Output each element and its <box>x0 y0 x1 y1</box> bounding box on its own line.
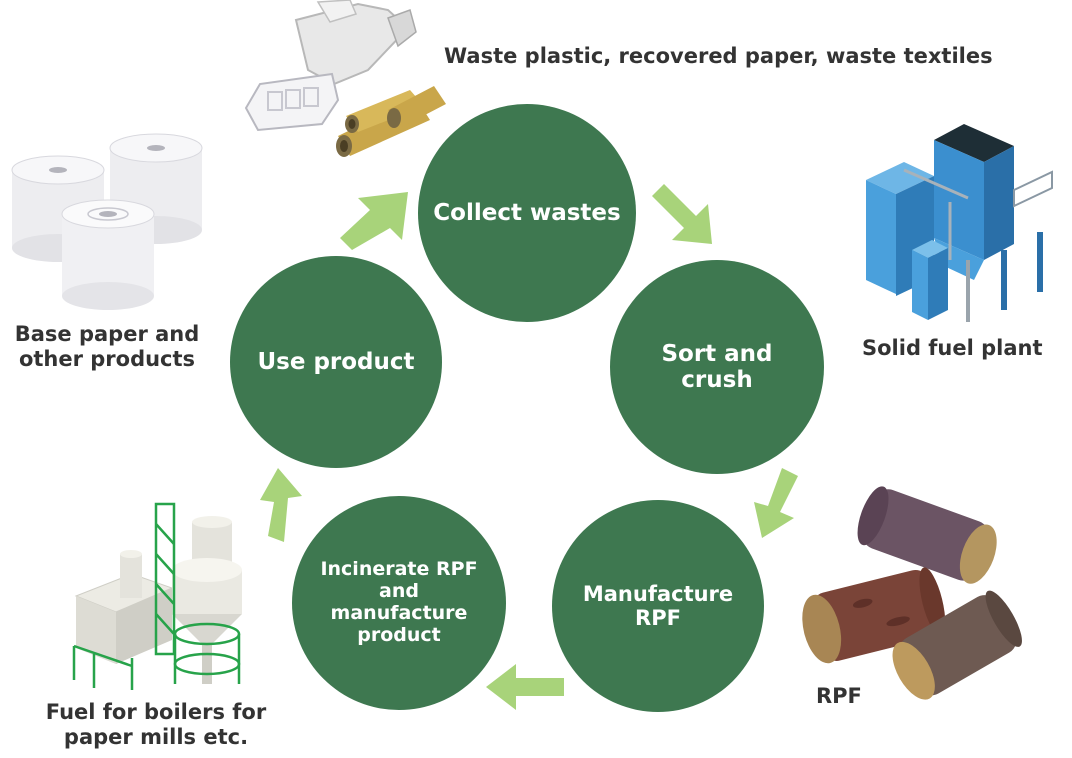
solid-fuel-plant-icon <box>866 124 1053 322</box>
step-collect-wastes: Collect wastes <box>418 104 636 322</box>
rpf-pellets-icon <box>802 486 1022 700</box>
fuel-for-boilers-label: Fuel for boilers for paper mills etc. <box>45 700 267 750</box>
step-sort-and-crush: Sort and crush <box>610 260 824 474</box>
step-manufacture-rpf: Manufacture RPF <box>552 500 764 712</box>
step-manufacture-rpf-label: Manufacture RPF <box>582 581 734 630</box>
step-sort-and-crush-label: Sort and crush <box>661 340 773 393</box>
step-collect-wastes-label: Collect wastes <box>433 199 621 226</box>
step-incinerate-rpf: Incinerate RPF and manufacture product <box>292 496 506 710</box>
step-use-product-label: Use product <box>257 348 415 375</box>
step-use-product: Use product <box>230 256 442 468</box>
step-incinerate-rpf-label: Incinerate RPF and manufacture product <box>320 558 478 646</box>
arrow-manufacture-to-incinerate <box>486 664 564 710</box>
base-paper-label: Base paper and other products <box>14 322 200 372</box>
arrow-sort-to-manufacture <box>754 468 798 538</box>
arrow-use-to-collect <box>340 192 408 250</box>
solid-fuel-plant-label: Solid fuel plant <box>862 336 1043 360</box>
arrow-collect-to-sort <box>652 184 712 244</box>
boiler-plant-icon <box>72 502 242 690</box>
waste-inputs-label: Waste plastic, recovered paper, waste te… <box>444 44 993 68</box>
arrow-incinerate-to-use <box>260 468 302 542</box>
rpf-label: RPF <box>816 684 862 708</box>
waste-materials-icon <box>244 0 446 157</box>
paper-rolls-icon <box>11 133 203 310</box>
